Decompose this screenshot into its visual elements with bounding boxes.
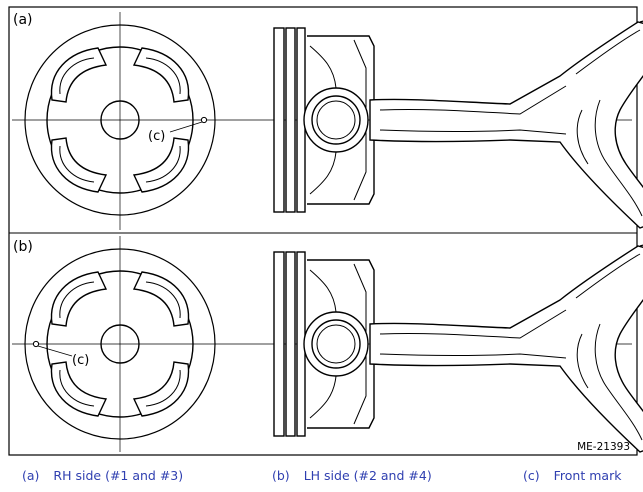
panel-a-callout-label: (c) — [148, 129, 165, 144]
legend-code: (a) — [22, 468, 40, 483]
figure-frame — [8, 6, 638, 456]
panel-a-connecting-rod — [369, 15, 643, 229]
panel-a-label: (a) — [13, 12, 33, 28]
legend-code: (b) — [272, 468, 290, 483]
legend-text: LH side (#2 and #4) — [303, 468, 432, 483]
panel-b: (b) (c) — [12, 236, 643, 453]
panel-b-callout-leader — [37, 345, 73, 357]
panel-a-callout-leader — [169, 121, 203, 133]
panel-b-label: (b) — [13, 239, 33, 255]
panel-a: (a) (c) — [12, 12, 643, 230]
legend-text: RH side (#1 and #3) — [53, 468, 184, 483]
panel-a-front-mark-dot — [200, 116, 208, 124]
panel-b-front-mark-dot — [32, 340, 40, 348]
figure-id: ME-21393 — [577, 441, 630, 453]
panel-b-piston-side-view — [273, 251, 375, 437]
panel-b-connecting-rod — [369, 239, 643, 453]
legend-item-c: (c) Front mark — [523, 468, 621, 483]
legend-item-b: (b) LH side (#2 and #4) — [272, 468, 432, 483]
legend-item-a: (a) RH side (#1 and #3) — [22, 468, 183, 483]
legend-text: Front mark — [553, 468, 622, 483]
legend-code: (c) — [523, 468, 540, 483]
panel-b-callout-label: (c) — [72, 353, 89, 368]
panel-a-piston-side-view — [273, 27, 375, 213]
